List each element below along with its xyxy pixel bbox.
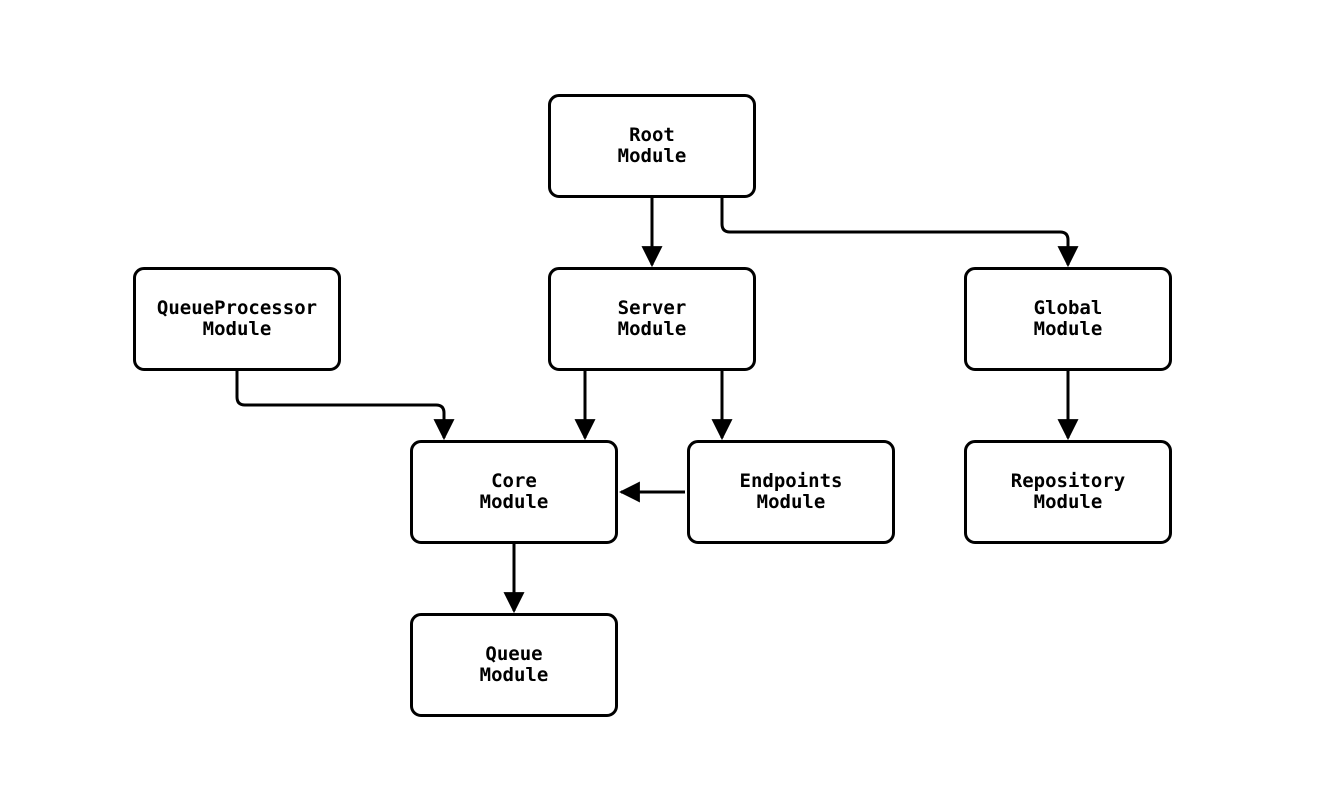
- node-label-name: QueueProcessor: [156, 296, 318, 319]
- edge-queueprocessor-to-core: [235, 371, 455, 441]
- edges-group: [235, 198, 1079, 614]
- node-label-module: Module: [1033, 491, 1103, 513]
- node-label-module: Module: [756, 491, 826, 513]
- node-label-name: Repository: [1010, 469, 1126, 492]
- node-label-module: Module: [479, 491, 549, 513]
- node-label-name: Global: [1033, 296, 1103, 319]
- node-label-name: Queue: [485, 642, 543, 665]
- node-label-name: Endpoints: [739, 469, 843, 492]
- node-label-module: Module: [617, 318, 687, 340]
- node-label-module: Module: [1033, 318, 1103, 340]
- node-label-module: Module: [202, 318, 272, 340]
- edge-root-to-global: [720, 198, 1079, 268]
- node-label-name: Root: [629, 123, 675, 146]
- node-label-module: Module: [479, 664, 549, 686]
- node-label-name: Core: [491, 469, 537, 492]
- node-label-name: Server: [617, 296, 687, 319]
- node-label-module: Module: [617, 145, 687, 167]
